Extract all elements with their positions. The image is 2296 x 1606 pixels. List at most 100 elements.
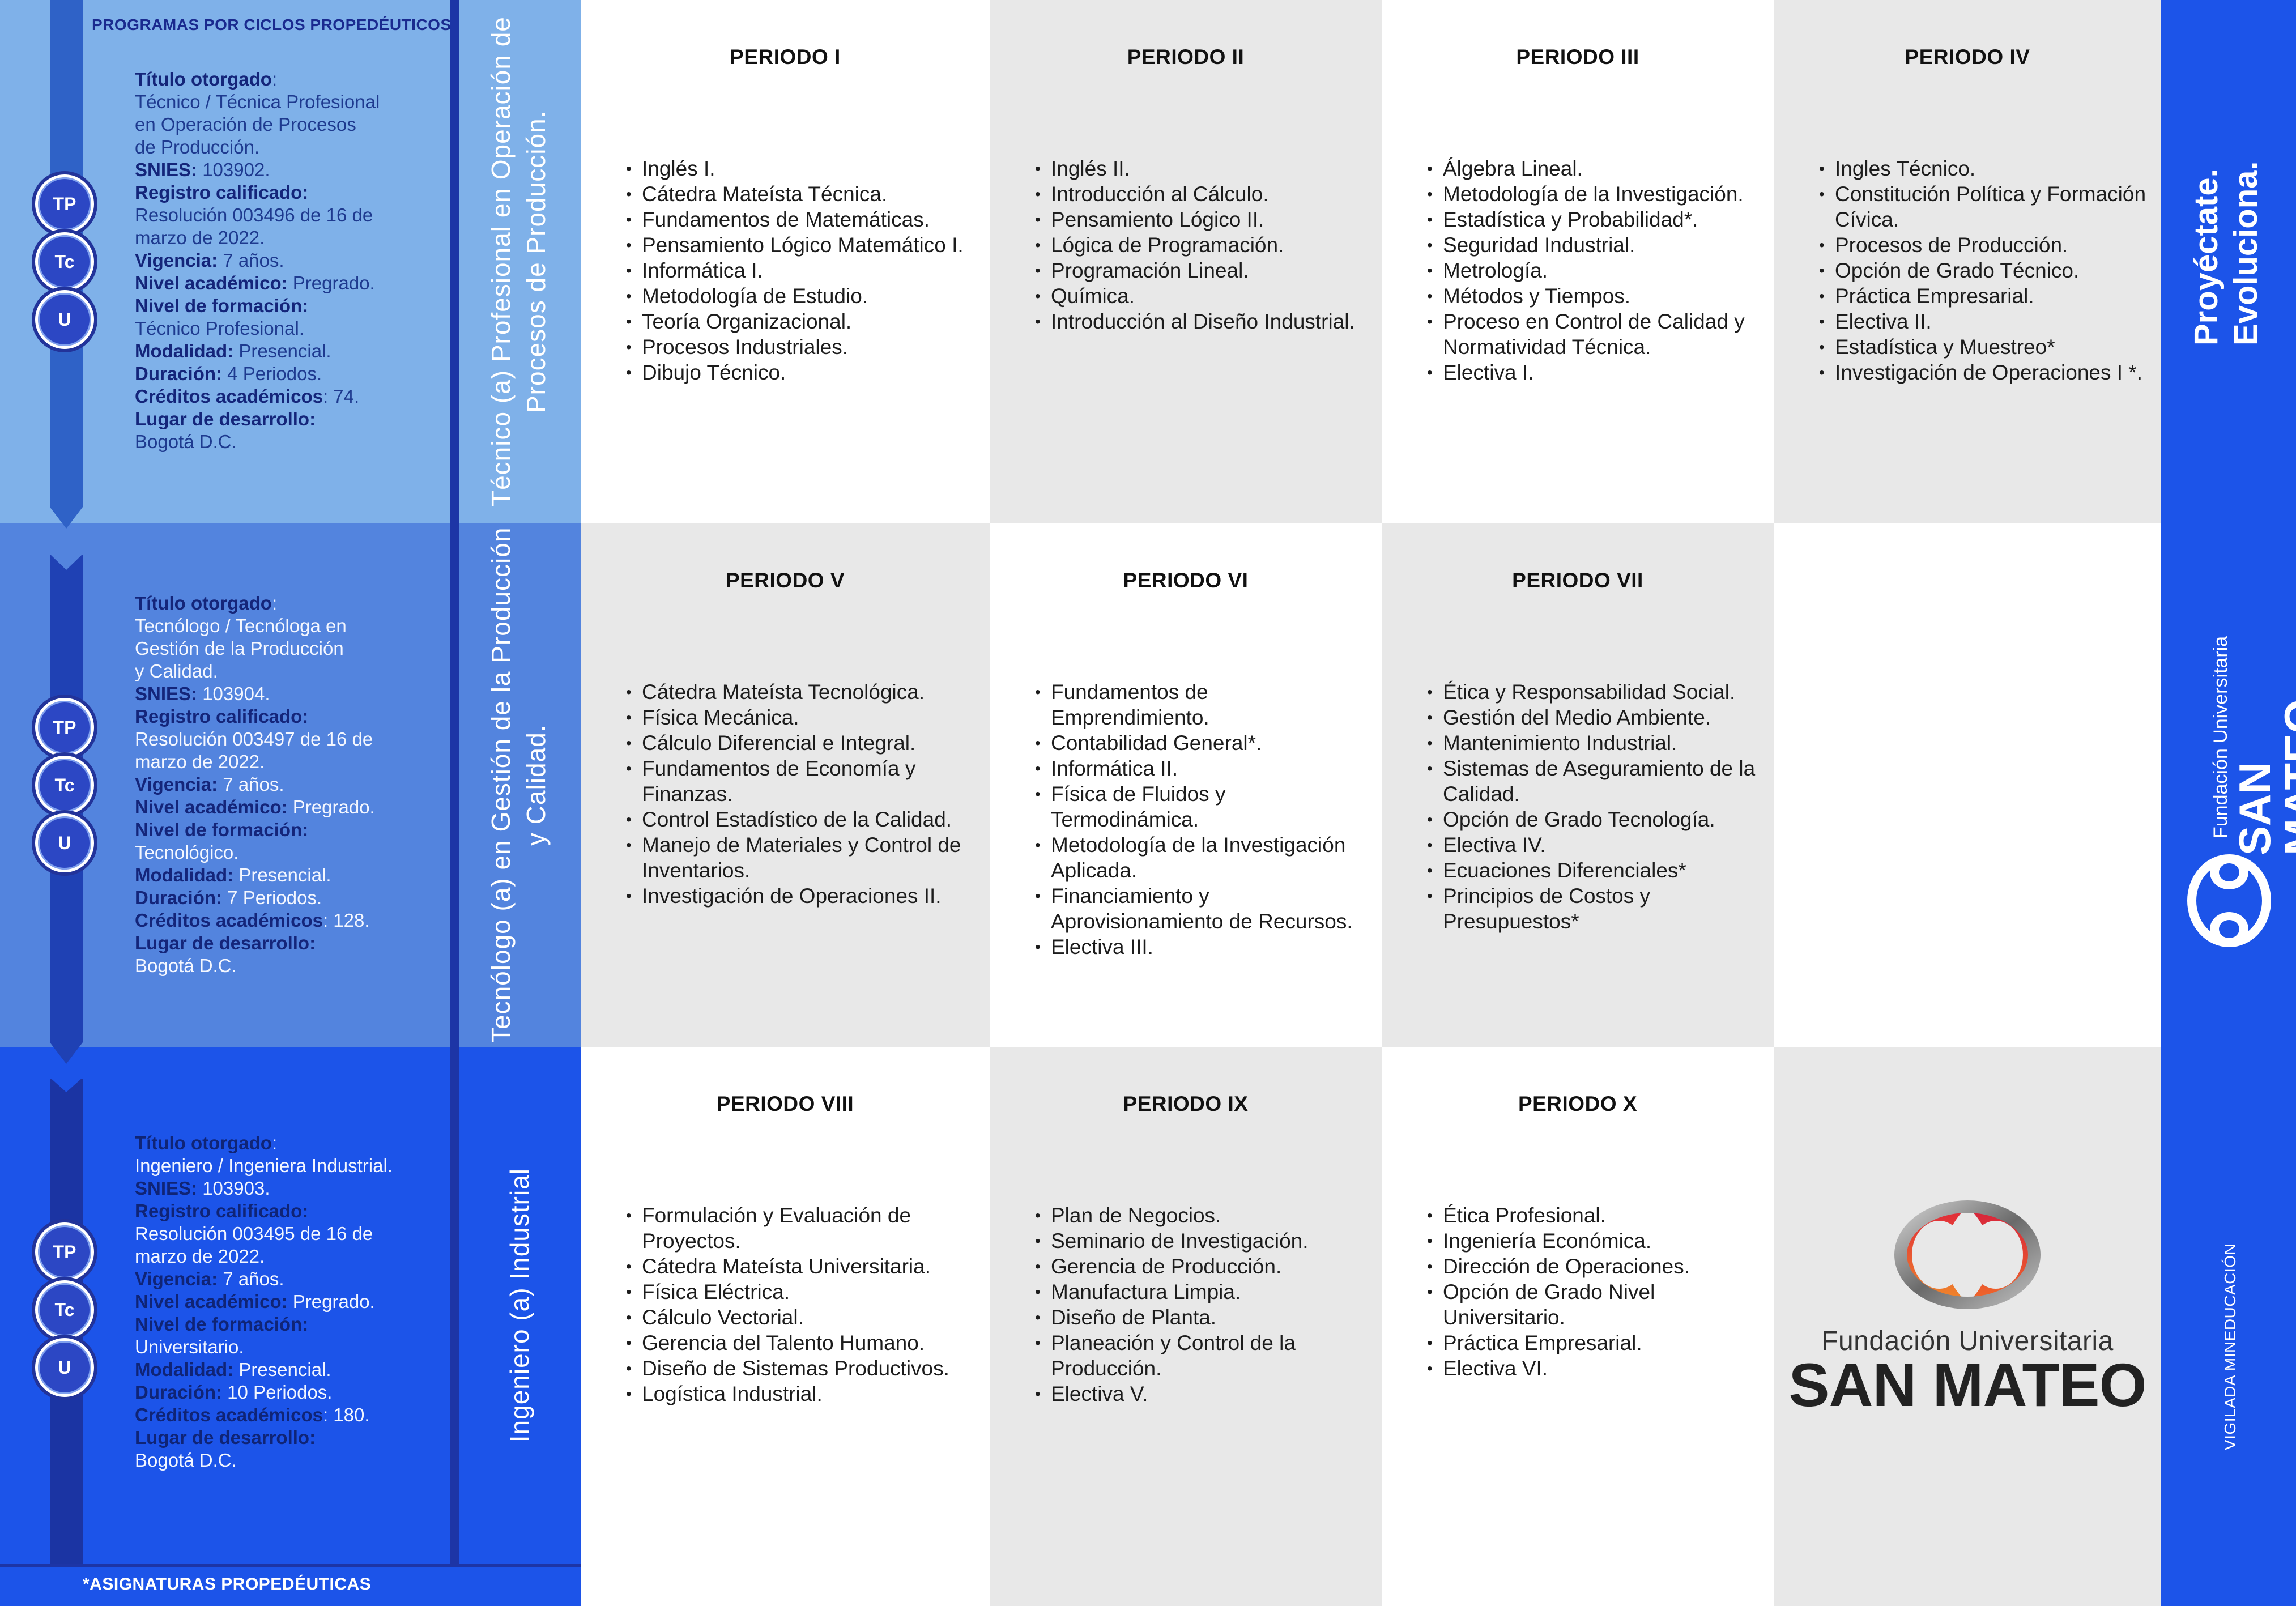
subject-item: Gestión del Medio Ambiente. <box>1427 705 1762 730</box>
subject-item: Control Estadístico de la Calidad. <box>626 807 978 832</box>
subject-item: Procesos de Producción. <box>1819 232 2150 258</box>
program-info-key: Lugar de desarrollo: <box>135 1427 316 1448</box>
subject-list: Ética Profesional.Ingeniería Económica.D… <box>1427 1203 1762 1381</box>
subject-item: Cálculo Vectorial. <box>626 1305 978 1330</box>
program-info-key: Vigencia: <box>135 774 218 795</box>
program-info-row: Resolución 003495 de 16 de <box>135 1222 441 1245</box>
subject-item: Cálculo Diferencial e Integral. <box>626 730 978 756</box>
program-info-value: Pregrado. <box>287 796 375 817</box>
period-cell: PERIODO V Cátedra Mateísta Tecnológica.F… <box>581 523 990 1047</box>
program-info-value: : 180. <box>322 1404 370 1425</box>
logo-wordmark: SAN MATEO <box>1788 1351 2147 1419</box>
sidebar-divider <box>450 0 459 1564</box>
period-cell: PERIODO IV Ingles Técnico.Constitución P… <box>1774 0 2161 523</box>
subject-item: Formulación y Evaluación de Proyectos. <box>626 1203 978 1254</box>
period-title: PERIODO VII <box>1512 569 1643 592</box>
period-cell: PERIODO X Ética Profesional.Ingeniería E… <box>1382 1047 1774 1606</box>
program-info-row: Tecnólogo / Tecnóloga en <box>135 615 441 637</box>
program-info-row: Tecnológico. <box>135 841 441 864</box>
san-mateo-logo-icon <box>1894 1200 2041 1309</box>
badge-u: U <box>35 290 94 349</box>
program-info-value: Técnico Profesional. <box>135 318 304 339</box>
period-title: PERIODO VI <box>1123 569 1249 592</box>
program-info-value: 7 Periodos. <box>222 887 322 908</box>
program-info-value: 7 años. <box>218 1268 284 1289</box>
subject-item: Física de Fluidos y Termodinámica. <box>1035 781 1370 832</box>
subject-item: Ingeniería Económica. <box>1427 1228 1762 1254</box>
subject-item: Fundamentos de Emprendimiento. <box>1035 679 1370 730</box>
period-cell: PERIODO III Álgebra Lineal.Metodología d… <box>1382 0 1774 523</box>
program-info-row: Modalidad: Presencial. <box>135 1358 441 1381</box>
subject-item: Electiva I. <box>1427 360 1762 385</box>
program-info-row: Duración: 10 Periodos. <box>135 1381 441 1404</box>
program-info-key: SNIES: <box>135 683 198 704</box>
subject-item: Cátedra Mateísta Tecnológica. <box>626 679 978 705</box>
subject-list: Plan de Negocios.Seminario de Investigac… <box>1035 1203 1370 1407</box>
subject-item: Diseño de Planta. <box>1035 1305 1370 1330</box>
program-info-key: Modalidad: <box>135 1359 234 1380</box>
program-info-row: Créditos académicos: 128. <box>135 909 441 932</box>
subject-item: Práctica Empresarial. <box>1427 1330 1762 1356</box>
program-info-value: Tecnólogo / Tecnóloga en <box>135 615 347 636</box>
subject-item: Programación Lineal. <box>1035 258 1370 283</box>
badge-tc: Tc <box>35 1280 94 1339</box>
program-info: Título otorgado:Técnico / Técnica Profes… <box>135 68 441 453</box>
program-info-value: de Producción. <box>135 137 260 157</box>
subject-item: Ecuaciones Diferenciales* <box>1427 858 1762 883</box>
program-info-key: Duración: <box>135 887 223 908</box>
program-info-value: Universitario. <box>135 1336 244 1357</box>
subject-item: Opción de Grado Tecnología. <box>1427 807 1762 832</box>
badge-tc: Tc <box>35 232 94 291</box>
subject-item: Opción de Grado Nivel Universitario. <box>1427 1279 1762 1330</box>
program-info-row: Nivel de formación: <box>135 295 441 317</box>
program-info-value: 7 años. <box>218 774 284 795</box>
badge-u: U <box>35 1338 94 1397</box>
program-info-key: Título otorgado <box>135 1132 272 1153</box>
program-title-text: Tecnólogo (a) en Gestión de la Producció… <box>486 527 551 1043</box>
badge-tp: TP <box>35 1222 94 1281</box>
program-info-row: Título otorgado: <box>135 1132 441 1155</box>
program-info-key: Título otorgado <box>135 69 272 90</box>
program-info-value: Pregrado. <box>287 272 375 293</box>
timeline-notch <box>50 1077 83 1092</box>
program-info-row: Universitario. <box>135 1336 441 1358</box>
side-logo-wordmark: SAN MATEO <box>2230 699 2296 855</box>
program-info-key: Vigencia: <box>135 1268 218 1289</box>
subject-list: Álgebra Lineal.Metodología de la Investi… <box>1427 156 1762 385</box>
program-info-row: Registro calificado: <box>135 181 441 204</box>
program-info-value: Resolución 003497 de 16 de <box>135 729 373 749</box>
subject-item: Física Eléctrica. <box>626 1279 978 1305</box>
program-info-row: SNIES: 103904. <box>135 683 441 705</box>
program-info-value: : <box>271 69 278 90</box>
program-info-key: Registro calificado: <box>135 706 309 727</box>
program-info-key: Modalidad: <box>135 864 234 885</box>
subject-item: Diseño de Sistemas Productivos. <box>626 1356 978 1381</box>
program-info-row: Resolución 003496 de 16 de <box>135 204 441 227</box>
period-title: PERIODO VIII <box>716 1092 854 1115</box>
program-info-row: y Calidad. <box>135 660 441 683</box>
subject-item: Investigación de Operaciones I *. <box>1819 360 2150 385</box>
program-info-key: SNIES: <box>135 159 198 180</box>
program-info-key: Nivel académico: <box>135 272 288 293</box>
program-info-row: Modalidad: Presencial. <box>135 340 441 363</box>
subject-item: Física Mecánica. <box>626 705 978 730</box>
subject-item: Plan de Negocios. <box>1035 1203 1370 1228</box>
program-info-key: Créditos académicos <box>135 1404 323 1425</box>
program-info-value: : 74. <box>322 386 360 407</box>
subject-item: Ética Profesional. <box>1427 1203 1762 1228</box>
program-info-row: en Operación de Procesos <box>135 113 441 136</box>
subject-item: Electiva III. <box>1035 934 1370 960</box>
program-info-value: Bogotá D.C. <box>135 1450 237 1471</box>
program-info-key: Título otorgado <box>135 593 272 614</box>
program-info-key: SNIES: <box>135 1178 198 1199</box>
program-info-row: Nivel de formación: <box>135 819 441 841</box>
program-title-text: Técnico (a) Profesional en Operación de … <box>486 16 551 507</box>
program-info-value: marzo de 2022. <box>135 1246 265 1267</box>
subject-item: Informática II. <box>1035 756 1370 781</box>
program-info-key: Nivel académico: <box>135 796 288 817</box>
university-logo: Fundación Universitaria SAN MATEO <box>1774 1190 2161 1419</box>
subject-item: Estadística y Muestreo* <box>1819 334 2150 360</box>
program-info-row: Técnico Profesional. <box>135 317 441 340</box>
program-info-row: Nivel de formación: <box>135 1313 441 1336</box>
period-cell: PERIODO VII Ética y Responsabilidad Soci… <box>1382 523 1774 1047</box>
